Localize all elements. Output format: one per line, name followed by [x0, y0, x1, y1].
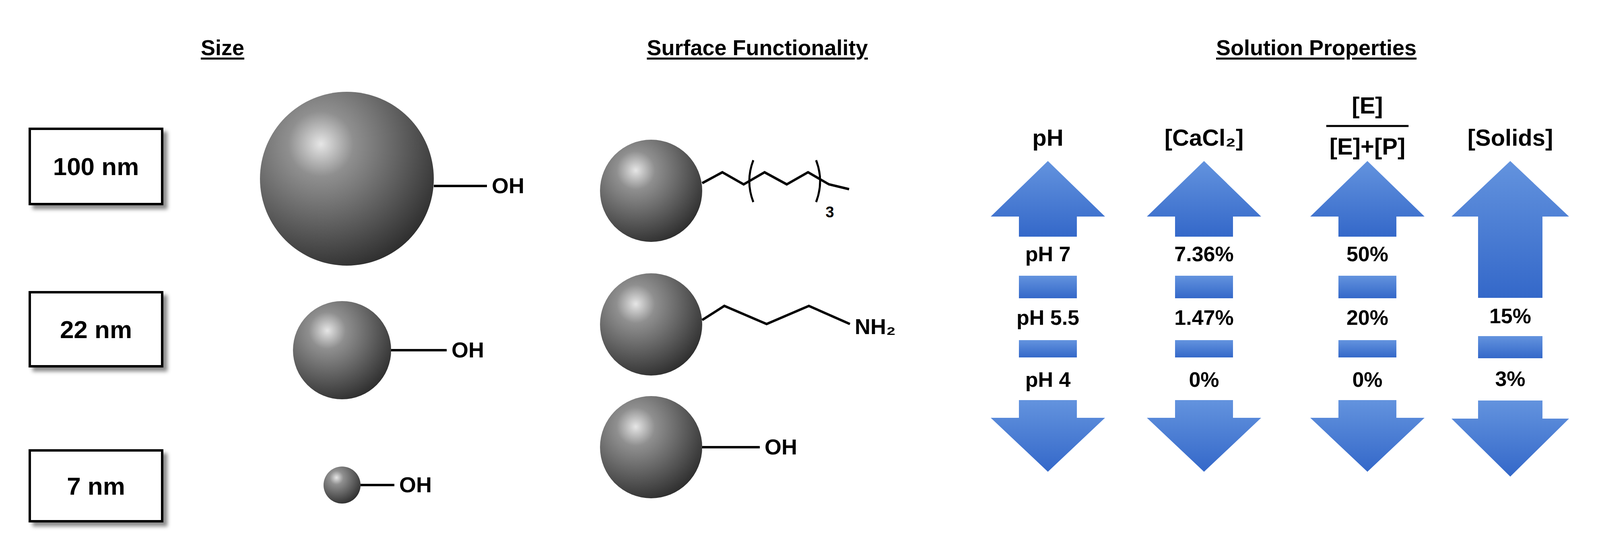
- up-arrow: [1146, 160, 1262, 237]
- property-value: 0%: [1188, 368, 1219, 392]
- size-box: 100 nm: [28, 127, 164, 206]
- fraction-line: [1326, 124, 1409, 127]
- section-heading: Size: [200, 35, 245, 60]
- down-arrow: [1310, 400, 1425, 472]
- size-box: 22 nm: [28, 290, 164, 368]
- down-arrow: [1146, 400, 1262, 472]
- property-heading: pH: [1032, 124, 1064, 151]
- property-heading: [CaCl₂]: [1164, 124, 1244, 151]
- property-value: 0%: [1352, 368, 1383, 392]
- particle-sphere: [292, 301, 392, 400]
- bond-line: [702, 305, 850, 324]
- down-arrow: [990, 400, 1106, 472]
- property-value: 15%: [1489, 304, 1532, 328]
- up-arrow: [1310, 160, 1425, 237]
- particle-sphere: [323, 466, 361, 504]
- section-heading: Solution Properties: [1216, 35, 1417, 60]
- hydroxyl-group: OH: [399, 472, 432, 497]
- bond-line: [433, 184, 487, 188]
- particle-sphere: [600, 273, 703, 376]
- hydroxyl-group: OH: [491, 173, 525, 198]
- fraction-numerator: [E]: [1351, 92, 1383, 119]
- scale-bar: [1175, 275, 1233, 299]
- bond-line: [702, 172, 850, 190]
- property-value: 20%: [1346, 306, 1389, 330]
- property-value: pH 7: [1025, 242, 1071, 266]
- particle-sphere: [600, 139, 703, 242]
- property-value: 7.36%: [1174, 242, 1234, 266]
- section-heading: Surface Functionality: [646, 35, 868, 60]
- fraction-denominator: [E]+[P]: [1329, 133, 1406, 160]
- property-value: pH 5.5: [1016, 306, 1080, 330]
- property-value: 1.47%: [1174, 306, 1234, 330]
- property-heading: [Solids]: [1467, 124, 1554, 151]
- amine-group: NH₂: [854, 314, 896, 339]
- scale-bar: [1338, 275, 1397, 299]
- up-arrow: [1451, 160, 1570, 298]
- scale-bar: [1338, 340, 1397, 358]
- property-value: 3%: [1494, 367, 1526, 391]
- scale-bar: [1018, 275, 1077, 299]
- size-label: 7 nm: [66, 471, 126, 501]
- scale-bar: [1478, 336, 1543, 359]
- size-box: 7 nm: [28, 449, 164, 523]
- hydroxyl-group: OH: [451, 338, 485, 362]
- property-value: 50%: [1346, 242, 1389, 266]
- up-arrow: [990, 160, 1106, 237]
- hydroxyl-group: OH: [764, 435, 798, 459]
- particle-sphere: [600, 395, 703, 499]
- bond-line: [360, 483, 395, 487]
- size-label: 100 nm: [53, 152, 140, 181]
- repeat-bracket: [816, 160, 821, 203]
- repeat-count: 3: [825, 204, 834, 221]
- repeat-bracket: [749, 160, 754, 203]
- size-label: 22 nm: [59, 315, 132, 344]
- bond-line: [702, 445, 760, 449]
- bond-line: [391, 348, 447, 352]
- scale-bar: [1018, 340, 1077, 358]
- property-value: pH 4: [1025, 368, 1071, 392]
- down-arrow: [1451, 400, 1570, 477]
- scale-bar: [1175, 340, 1233, 358]
- particle-sphere: [259, 91, 434, 266]
